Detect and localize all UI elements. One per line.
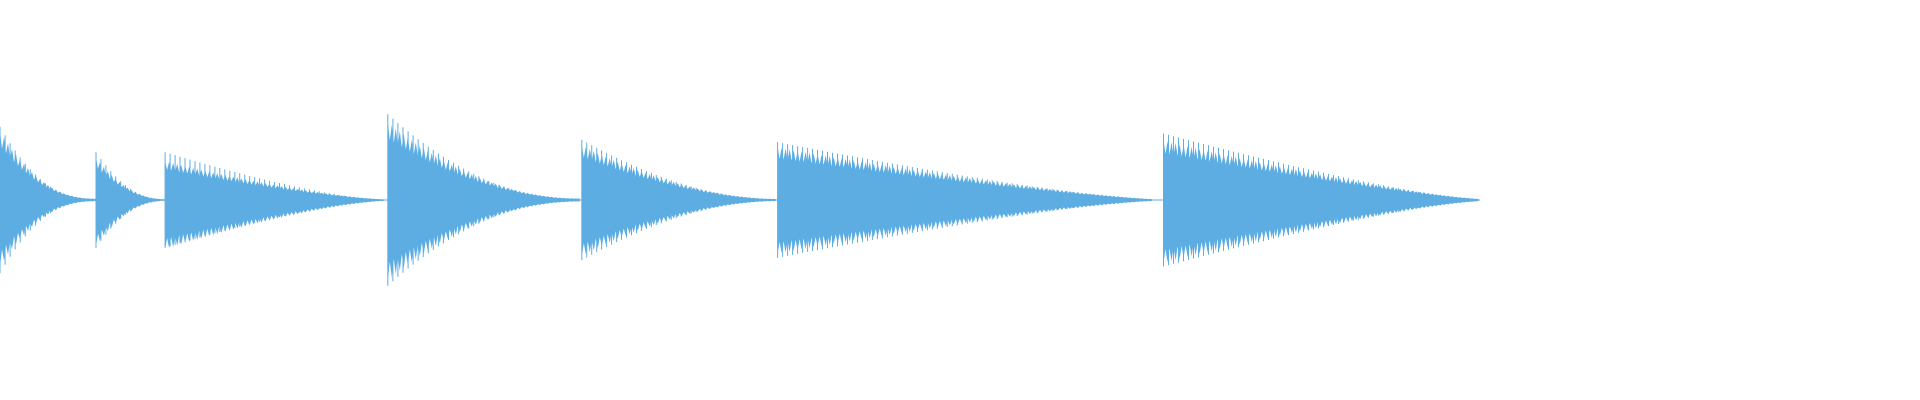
waveform-event-1 bbox=[0, 131, 96, 267]
waveform-event-6 bbox=[777, 147, 1152, 255]
waveform-event-7 bbox=[1163, 140, 1479, 264]
waveform-event-5 bbox=[581, 144, 776, 257]
